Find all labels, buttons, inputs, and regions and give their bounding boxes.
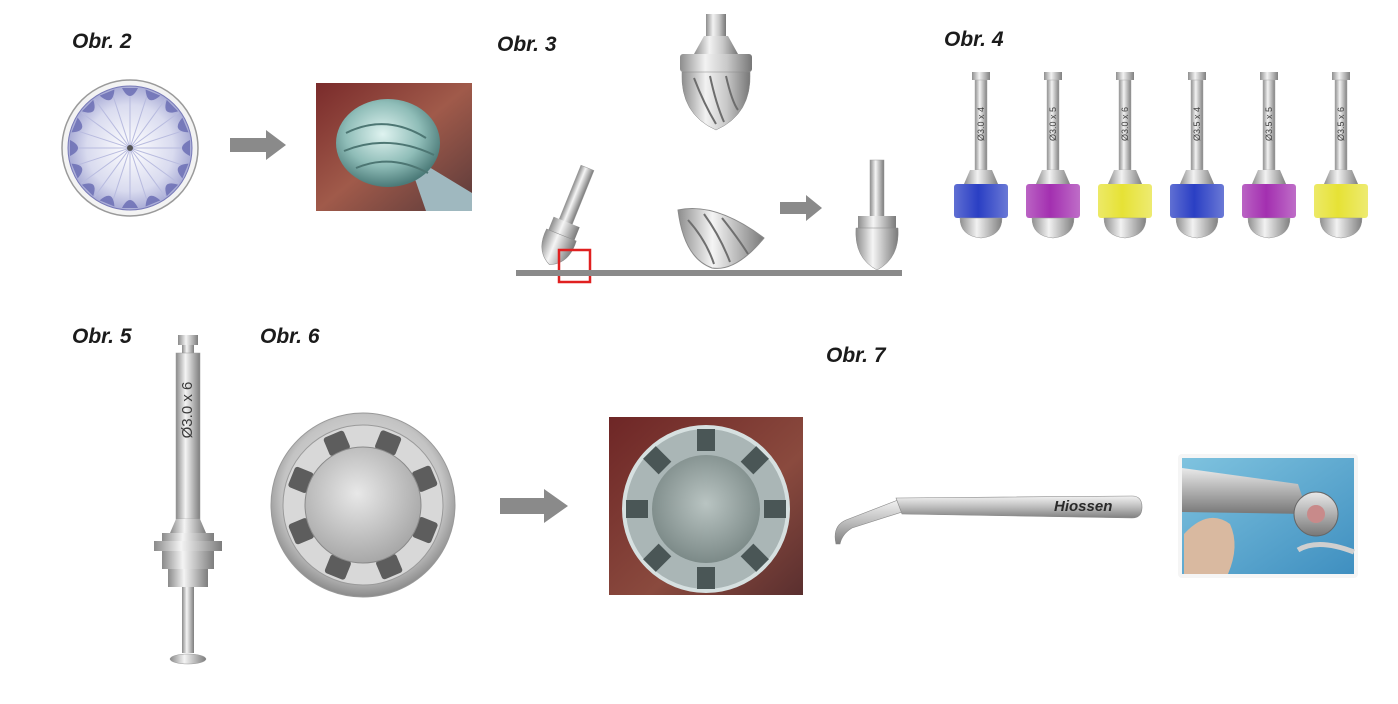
reamer-sequence-diagram [516, 150, 906, 290]
brand-engraving: Hiossen [1054, 498, 1113, 515]
arrow-right-icon [780, 195, 822, 221]
driver-4: Ø3.5 x 4 [1166, 68, 1228, 244]
handpiece-photo [1178, 454, 1358, 578]
arrow-right-icon [230, 130, 286, 160]
figure-label-3: Obr. 3 [497, 33, 557, 56]
figure-label-5: Obr. 5 [72, 325, 132, 348]
arrow-right-icon [500, 489, 568, 523]
driver-3: Ø3.0 x 6 [1094, 68, 1156, 244]
tweezers-tool: Hiossen [832, 490, 1144, 546]
reamer-top-photo [609, 417, 803, 595]
driver-2: Ø3.0 x 5 [1022, 68, 1084, 244]
figure-label-4: Obr. 4 [944, 28, 1004, 51]
driver-6: Ø3.5 x 6 [1310, 68, 1372, 244]
figure-label-6: Obr. 6 [260, 325, 320, 348]
driver-engraving: Ø3.0 x 6 [179, 381, 196, 439]
blade-disc-diagram [60, 78, 200, 218]
reamer-tip [676, 14, 756, 132]
blade-photo [316, 83, 472, 211]
driver-1: Ø3.0 x 4 [950, 68, 1012, 244]
figure-label-2: Obr. 2 [72, 30, 132, 53]
reamer-top-view [268, 410, 458, 600]
figure-label-7: Obr. 7 [826, 344, 886, 367]
driver-instrument [150, 333, 226, 669]
driver-5: Ø3.5 x 5 [1238, 68, 1300, 244]
